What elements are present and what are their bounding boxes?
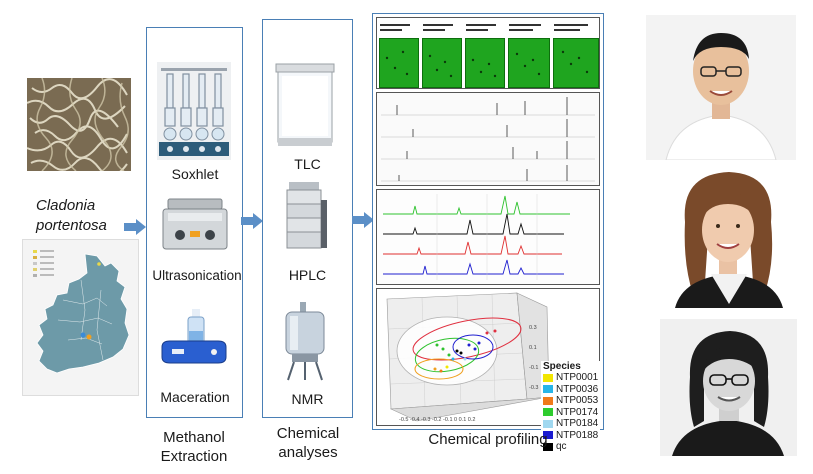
author-portrait-1 — [646, 15, 796, 160]
species-label-genus: Cladonia — [36, 197, 96, 214]
author-portrait-2 — [659, 162, 797, 308]
svg-text:-0.1: -0.1 — [529, 365, 538, 371]
extraction-method-soxhlet: Soxhlet — [171, 166, 219, 182]
legend-label: NTP0053 — [556, 395, 599, 406]
legend-label: qc — [556, 441, 567, 452]
analysis-method-nmr: NMR — [291, 391, 324, 407]
analyses-title-line2: analyses — [278, 444, 338, 461]
svg-text:-0.3: -0.3 — [529, 385, 538, 391]
lichen-photo — [27, 78, 131, 171]
arrow-to-extraction — [124, 219, 146, 235]
legend-label: NTP0001 — [556, 372, 599, 383]
arrow-to-profiling — [352, 212, 374, 228]
pca-scores-panel: -0.5 -0.4 -0.3 -0.2 -0.1 0 0.1 0.2 0.3 0.… — [376, 288, 600, 426]
legend-title: Species — [543, 361, 581, 372]
tlc-plates-panel — [376, 17, 600, 89]
legend-swatch — [543, 442, 553, 451]
legend-label: NTP0174 — [556, 406, 599, 418]
tlc-plate-4 — [508, 38, 550, 88]
magnetic-stirrer-image — [161, 309, 227, 364]
extraction-method-ultrasonication: Ultrasonication — [152, 268, 242, 283]
legend-item: NTP0053 — [543, 395, 598, 407]
legend-item: qc — [543, 441, 598, 453]
legend-swatch — [543, 408, 553, 417]
author-portrait-3 — [660, 319, 797, 456]
tlc-spots — [380, 24, 589, 78]
ultrasonic-bath-image — [162, 198, 228, 250]
ireland-outline — [36, 253, 130, 374]
legend-swatch — [543, 396, 553, 405]
analyses-title: Chemical analyses — [252, 424, 364, 462]
analysis-method-tlc: TLC — [294, 156, 321, 172]
hplc-instrument-image — [286, 182, 327, 249]
nmr-spectra-panel — [376, 189, 600, 285]
svg-text:-0.5 -0.4 -0.3 -0.2 -0.1 0 0.1: -0.5 -0.4 -0.3 -0.2 -0.1 0 0.1 0.2 — [399, 417, 475, 423]
extraction-title: Methanol Extraction — [130, 428, 258, 466]
tlc-plate-1 — [379, 38, 419, 88]
extraction-title-line1: Methanol — [163, 429, 225, 446]
tlc-plate-2 — [422, 38, 462, 88]
ireland-map — [22, 239, 139, 396]
legend-label: NTP0188 — [556, 429, 599, 441]
svg-text:0.3: 0.3 — [529, 325, 537, 331]
extraction-method-maceration: Maceration — [160, 389, 230, 405]
soxhlet-apparatus-image — [157, 62, 231, 160]
analysis-method-hplc: HPLC — [288, 267, 327, 283]
nmr-magnet-image — [285, 302, 325, 381]
analyses-title-line1: Chemical — [276, 425, 340, 442]
legend-swatch — [543, 419, 553, 428]
hplc-chromatogram-panel — [376, 92, 600, 186]
legend-item: NTP0036 — [543, 384, 598, 396]
tlc-plate-3 — [465, 38, 505, 88]
legend-label: NTP0184 — [556, 418, 599, 429]
legend-item: NTP0188 — [543, 430, 598, 442]
arrow-to-analyses — [241, 213, 263, 229]
species-label: Cladonia portentosa — [36, 196, 107, 236]
profiling-title: Chemical profiling — [428, 431, 548, 448]
species-label-epithet: portentosa — [36, 217, 107, 234]
map-legend — [33, 250, 54, 277]
tlc-plate-5 — [553, 38, 599, 88]
legend-swatch — [543, 431, 553, 440]
legend-swatch — [543, 385, 553, 394]
legend-item: NTP0001 — [543, 372, 598, 384]
legend-swatch — [543, 373, 553, 382]
tlc-chamber-image — [275, 63, 335, 146]
svg-text:0.1: 0.1 — [529, 345, 537, 351]
legend-item: NTP0184 — [543, 418, 598, 430]
legend-label: NTP0036 — [556, 383, 599, 395]
extraction-title-line2: Extraction — [160, 448, 228, 465]
legend-item: NTP0174 — [543, 407, 598, 419]
